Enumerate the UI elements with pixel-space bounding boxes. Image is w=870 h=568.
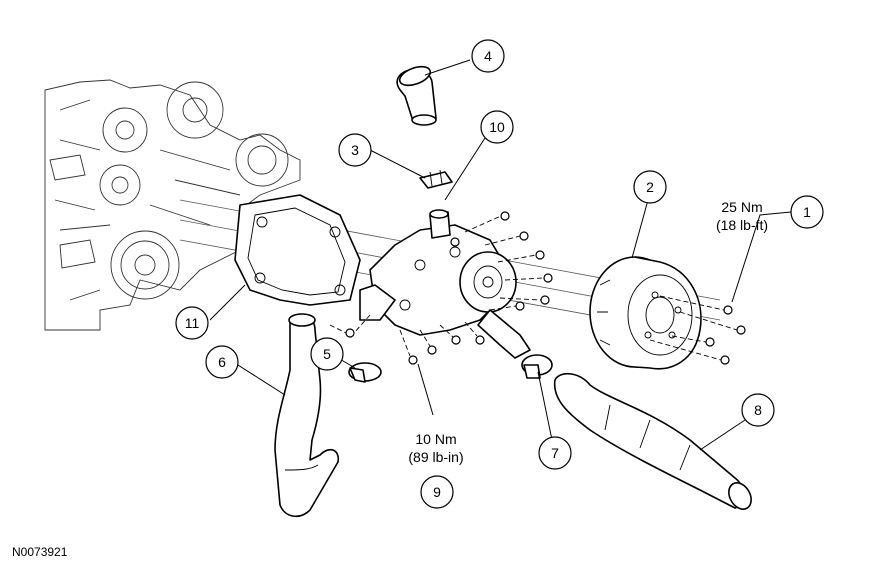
bypass-hose-clamp-3 <box>419 169 453 189</box>
callout-1: 1 <box>790 195 824 229</box>
svg-text:5: 5 <box>323 346 331 362</box>
lower-radiator-hose <box>274 313 340 518</box>
upper-hose-clamp-7 <box>521 354 553 379</box>
lower-hose-clamp-5 <box>348 362 382 383</box>
svg-text:1: 1 <box>803 204 811 220</box>
torque-pump-metric: 10 Nm <box>415 431 456 447</box>
water-pump-gasket <box>234 194 361 306</box>
callout-2: 2 <box>633 170 667 204</box>
torque-pulley-imperial: (18 lb-ft) <box>716 217 768 233</box>
callout-4: 4 <box>471 39 505 73</box>
water-pump-pulley <box>589 256 702 370</box>
callout-9: 9 <box>420 475 454 509</box>
figure-reference-code: N0073921 <box>12 545 68 559</box>
engine-front-illustration <box>44 79 301 331</box>
callout-7: 7 <box>538 436 572 470</box>
svg-text:6: 6 <box>218 354 226 370</box>
bypass-hose <box>396 65 437 126</box>
callout-3: 3 <box>338 133 372 167</box>
svg-text:10: 10 <box>489 119 505 135</box>
svg-text:8: 8 <box>754 402 762 418</box>
callout-11: 11 <box>175 306 209 340</box>
svg-text:7: 7 <box>551 445 559 461</box>
callout-5: 5 <box>310 337 344 371</box>
svg-text:2: 2 <box>646 179 654 195</box>
torque-pump-imperial: (89 lb-in) <box>408 449 463 465</box>
water-pump-bolts <box>329 211 553 365</box>
callout-10: 10 <box>480 110 514 144</box>
svg-text:3: 3 <box>351 142 359 158</box>
pulley-bolts <box>649 295 746 365</box>
torque-pulley-metric: 25 Nm <box>721 199 762 215</box>
svg-text:11: 11 <box>185 315 200 331</box>
svg-text:4: 4 <box>484 48 492 64</box>
upper-radiator-hose <box>553 372 752 510</box>
svg-text:9: 9 <box>433 484 441 500</box>
callout-6: 6 <box>205 345 239 379</box>
callout-8: 8 <box>741 393 775 427</box>
water-pump-housing <box>359 209 531 359</box>
